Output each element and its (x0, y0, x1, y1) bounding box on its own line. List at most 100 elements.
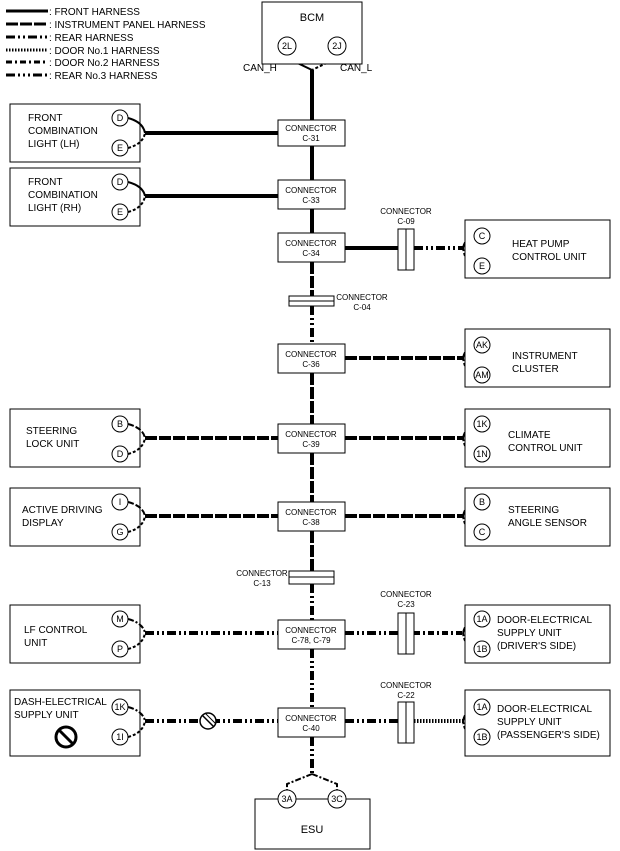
connector-c39-title: CONNECTOR (285, 430, 337, 439)
climate-control-unit: 1K 1N CLIMATE CONTROL UNIT (464, 408, 611, 468)
heat-pump-line1: HEAT PUMP (512, 239, 570, 250)
active-driving-line1: ACTIVE DRIVING (22, 505, 103, 516)
front-light-rh-pin-e-label: E (117, 207, 123, 217)
door-driver-line1: DOOR-ELECTRICAL (497, 615, 592, 626)
door-driver-pin-1a (473, 610, 491, 628)
connector-c31: CONNECTOR C-31 (277, 119, 346, 147)
steering-angle-pin-b-label: B (479, 497, 485, 507)
dash-electrical-supply-unit: DASH-ELECTRICAL SUPPLY UNIT 1K 1I (9, 689, 141, 757)
instrument-cluster: AK AM INSTRUMENT CLUSTER (464, 328, 611, 388)
door-passenger-line2: SUPPLY UNIT (497, 717, 562, 728)
steering-angle-line2: ANGLE SENSOR (508, 518, 587, 529)
line-break-icon (199, 712, 217, 730)
front-light-rh-line3: LIGHT (RH) (28, 203, 81, 214)
can-l-label: CAN_L (340, 63, 373, 74)
front-light-lh-line3: LIGHT (LH) (28, 139, 80, 150)
legend-instrument-panel-harness: : INSTRUMENT PANEL HARNESS (49, 20, 206, 31)
heat-pump-pin-e (473, 257, 491, 275)
connector-c33-title: CONNECTOR (285, 186, 337, 195)
steering-lock-pin-d-label: D (117, 449, 124, 459)
climate-control-line2: CONTROL UNIT (508, 443, 583, 454)
steering-lock-unit: STEERING LOCK UNIT B D (9, 408, 141, 468)
door-passenger-pin-1b-label: 1B (476, 732, 487, 742)
prohibited-icon (54, 725, 78, 749)
connector-c34-code: C-34 (302, 249, 320, 258)
connector-c13: CONNECTOR C-13 (236, 569, 335, 588)
connector-c31-code: C-31 (302, 134, 320, 143)
heat-pump-pin-e-label: E (479, 261, 485, 271)
steering-angle-line1: STEERING (508, 505, 559, 516)
legend-front-harness: : FRONT HARNESS (49, 7, 140, 18)
lf-control-pin-m-label: M (116, 614, 124, 624)
legend-door2-harness: : DOOR No.2 HARNESS (49, 58, 160, 69)
connector-c34: CONNECTOR C-34 (277, 232, 346, 263)
heat-pump-pin-c (473, 227, 491, 245)
main-bus (286, 49, 338, 793)
connector-c38-code: C-38 (302, 518, 320, 527)
door-passenger-pin-1a (473, 698, 491, 716)
front-light-rh-line1: FRONT (28, 177, 62, 188)
esu-pin-3a (277, 789, 297, 809)
active-driving-display: ACTIVE DRIVING DISPLAY I G (9, 487, 141, 547)
instrument-cluster-pin-ak-label: AK (476, 340, 488, 350)
connector-c38: CONNECTOR C-38 (277, 501, 346, 532)
esu-pin-3c-label: 3C (331, 794, 343, 804)
door-driver-line2: SUPPLY UNIT (497, 628, 562, 639)
dash-electrical-line1: DASH-ELECTRICAL (14, 697, 107, 708)
connector-c34-title: CONNECTOR (285, 239, 337, 248)
steering-lock-line1: STEERING (26, 426, 77, 437)
instrument-cluster-pin-am (473, 366, 491, 384)
connector-c23: CONNECTOR C-23 (380, 590, 432, 655)
front-light-lh-pin-d-label: D (117, 113, 124, 123)
front-light-rh-line2: COMBINATION (28, 190, 98, 201)
front-combination-light-lh: FRONT COMBINATION LIGHT (LH) D E (9, 103, 141, 163)
active-driving-line2: DISPLAY (22, 518, 64, 529)
door-passenger-pin-1b (473, 728, 491, 746)
steering-angle-sensor: B C STEERING ANGLE SENSOR (464, 487, 611, 547)
connector-c04-code: C-04 (353, 303, 371, 312)
lf-control-pin-p-label: P (117, 644, 123, 654)
lf-control-line2: UNIT (24, 638, 47, 649)
connector-c36-code: C-36 (302, 360, 320, 369)
legend-door1-harness: : DOOR No.1 HARNESS (49, 46, 160, 57)
connector-c09-title: CONNECTOR (380, 207, 432, 216)
active-driving-pin-i-label: I (119, 497, 122, 507)
legend: : FRONT HARNESS : INSTRUMENT PANEL HARNE… (6, 7, 206, 82)
bcm-label: BCM (300, 12, 324, 24)
front-light-rh-pin-d-label: D (117, 177, 124, 187)
active-driving-pin-g-label: G (116, 527, 123, 537)
door-electrical-supply-unit-passenger: 1A 1B DOOR-ELECTRICAL SUPPLY UNIT (PASSE… (464, 689, 611, 757)
door-driver-pin-1b (473, 640, 491, 658)
connector-c33-code: C-33 (302, 196, 320, 205)
legend-rear-harness: : REAR HARNESS (49, 33, 134, 44)
dash-electrical-line2: SUPPLY UNIT (14, 710, 79, 721)
door-driver-line3: (DRIVER'S SIDE) (497, 641, 576, 652)
dash-electrical-pin-1i-label: 1I (116, 732, 124, 742)
climate-control-pin-1k-label: 1K (476, 419, 487, 429)
door-passenger-line1: DOOR-ELECTRICAL (497, 704, 592, 715)
climate-control-pin-1n-label: 1N (476, 449, 488, 459)
lf-control-unit: LF CONTROL UNIT M P (9, 604, 141, 664)
instrument-cluster-line2: CLUSTER (512, 364, 559, 375)
connector-c22-code: C-22 (397, 691, 415, 700)
dash-electrical-pin-1k-label: 1K (114, 702, 125, 712)
connector-c36: CONNECTOR C-36 (277, 343, 346, 374)
connector-c09-code: C-09 (397, 217, 415, 226)
bcm-pin-2j (327, 36, 347, 56)
connector-c13-title: CONNECTOR (236, 569, 288, 578)
steering-lock-pin-b-label: B (117, 419, 123, 429)
connector-c23-title: CONNECTOR (380, 590, 432, 599)
connector-c40-code: C-40 (302, 724, 320, 733)
heat-pump-control-unit: C E HEAT PUMP CONTROL UNIT (464, 219, 611, 279)
connector-c13-code: C-13 (253, 579, 271, 588)
instrument-cluster-pin-am-label: AM (475, 370, 489, 380)
connector-c04-title: CONNECTOR (336, 293, 388, 302)
door-electrical-supply-unit-driver: 1A 1B DOOR-ELECTRICAL SUPPLY UNIT (DRIVE… (464, 604, 611, 664)
door-passenger-pin-1a-label: 1A (476, 702, 487, 712)
bcm-pin-2l-label: 2L (282, 41, 292, 51)
instrument-cluster-pin-ak (473, 336, 491, 354)
bcm-pin-2l (277, 36, 297, 56)
steering-angle-pin-b (473, 493, 491, 511)
instrument-cluster-line1: INSTRUMENT (512, 351, 578, 362)
